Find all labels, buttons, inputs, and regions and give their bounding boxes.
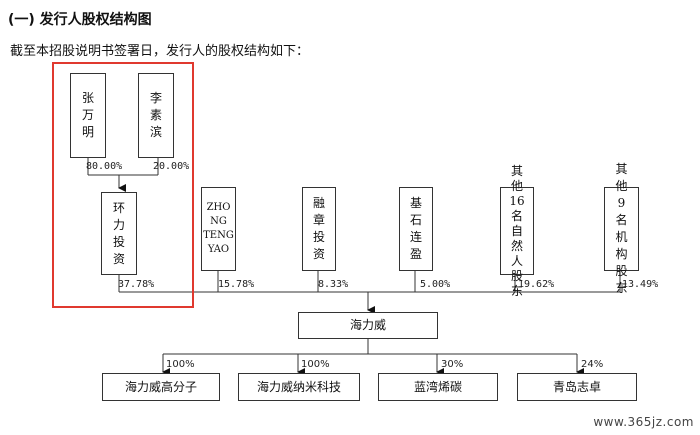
shareholder-share-label: 8.33% [318,279,349,290]
subsidiary-box: 蓝湾烯碳 [378,373,498,401]
holding-name: 环 力 投 资 [112,200,125,266]
shareholder-box: 其 他 16 名 自 然 人 股 东 [500,164,534,298]
founder-share-label: 20.00% [153,161,190,172]
intro-text: 截至本招股说明书签署日，发行人的股权结构如下： [10,44,310,59]
holding-share-label: 37.78% [118,279,155,290]
watermark-text: www.365jz.com [593,415,694,429]
subsidiary-box: 海力威纳米科技 [238,373,360,401]
shareholder-name: 基 石 连 盈 [409,196,422,261]
shareholder-name: 融 章 投 资 [312,196,325,261]
shareholder-share-label: 15.78% [218,279,255,290]
section-title: (一) 发行人股权结构图 [8,12,152,28]
subsidiary-share-label: 24% [581,359,604,370]
subsidiary-name: 海力威纳米科技 [256,379,341,394]
shareholder-name: 其 他 9 名 机 构 股 东 [615,162,628,295]
shareholder-box: 其 他 9 名 机 构 股 东 [604,162,639,295]
shareholder-share-label: 13.49% [622,279,659,290]
subsidiary-share-label: 30% [441,359,464,370]
shareholder-box: 基 石 连 盈 [399,187,433,271]
founder-box: 李 素 滨 [138,73,174,158]
shareholder-box: ZHONG TENG YAO [201,187,236,271]
shareholder-box: 融 章 投 资 [302,187,336,271]
subsidiary-name: 海力威高分子 [124,379,197,394]
shareholder-share-label: 19.62% [518,279,555,290]
shareholder-name: 其 他 16 名 自 然 人 股 东 [509,163,525,298]
subsidiary-name: 青岛志卓 [552,379,601,394]
holding-box: 环 力 投 资 [101,192,137,275]
issuer-name: 海力威 [349,318,386,332]
shareholder-name: ZHONG TENG YAO [203,202,234,255]
subsidiary-share-label: 100% [301,359,330,370]
subsidiary-box: 海力威高分子 [102,373,220,401]
founder-name: 李 素 滨 [149,91,162,139]
highlight-frame [52,62,194,308]
subsidiary-share-label: 100% [166,359,195,370]
issuer-box: 海力威 [298,312,438,339]
shareholder-share-label: 5.00% [420,279,451,290]
founder-name: 张 万 明 [81,91,94,139]
subsidiary-name: 蓝湾烯碳 [413,379,462,394]
founder-share-label: 80.00% [86,161,123,172]
founder-box: 张 万 明 [70,73,106,158]
subsidiary-box: 青岛志卓 [517,373,637,401]
